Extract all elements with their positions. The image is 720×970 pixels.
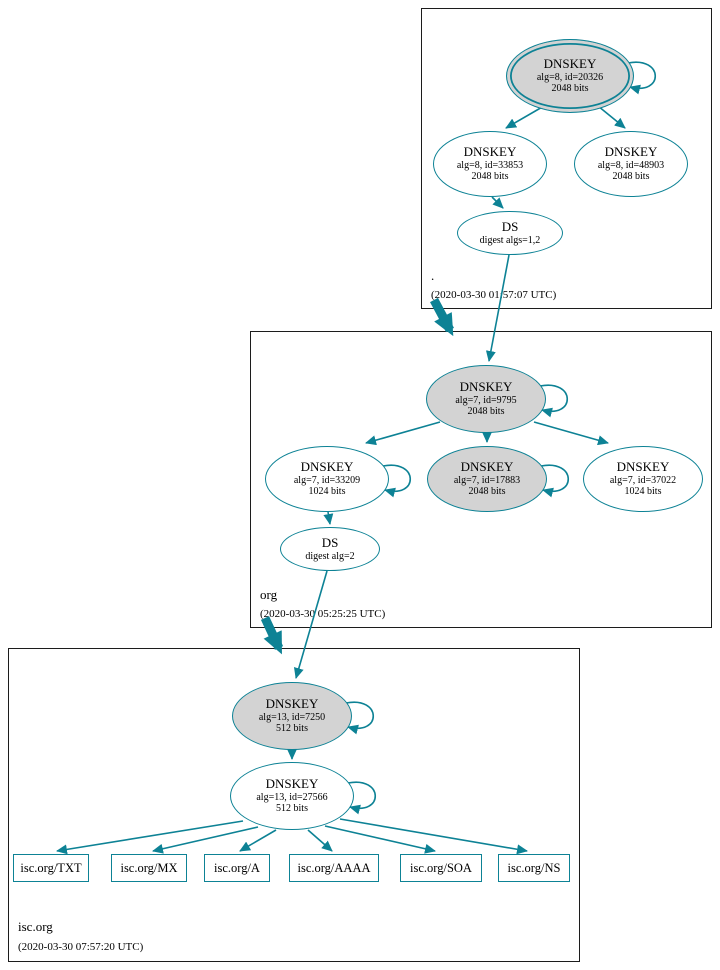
zone-label-org: org <box>260 587 278 602</box>
node-title: DS <box>321 534 339 550</box>
node-detail: 512 bits <box>276 803 308 815</box>
node-title: DNSKEY <box>543 56 597 72</box>
node-detail: alg=8, id=33853 <box>456 159 524 171</box>
edge-root-ksk-to-key48903 <box>597 105 626 129</box>
node-detail: alg=13, id=7250 <box>258 711 326 723</box>
edge-org-ksk-self-sign <box>539 384 568 418</box>
zone-box-root: . (2020-03-30 01:57:07 UTC) <box>421 8 712 309</box>
dnskey-node-isc-zsk-27566: DNSKEY alg=13, id=27566 512 bits <box>230 762 354 830</box>
node-detail: 2048 bits <box>468 486 506 498</box>
dnskey-node-org-33209: DNSKEY alg=7, id=33209 1024 bits <box>265 446 389 512</box>
node-title: DNSKEY <box>459 379 513 395</box>
node-detail: alg=8, id=20326 <box>536 71 604 83</box>
edge-zsk-to-rrset-a <box>239 829 277 852</box>
node-detail: 1024 bits <box>624 486 662 498</box>
edge-key33853-to-root-ds <box>491 196 504 209</box>
node-title: DNSKEY <box>616 459 670 475</box>
node-detail: alg=7, id=37022 <box>609 474 677 486</box>
node-detail: alg=7, id=33209 <box>293 474 361 486</box>
node-detail: 2048 bits <box>467 406 505 418</box>
node-title: DNSKEY <box>604 144 658 160</box>
node-detail: 2048 bits <box>551 83 589 95</box>
ds-node-org: DS digest alg=2 <box>280 527 380 571</box>
zone-label-root: . <box>431 268 435 283</box>
edge-org-ksk-to-key33209 <box>365 421 441 446</box>
node-detail: 1024 bits <box>308 486 346 498</box>
node-detail: 2048 bits <box>612 171 650 183</box>
node-title: DNSKEY <box>265 776 319 792</box>
rrset-isc-org-a: isc.org/A <box>204 854 270 882</box>
node-title: DNSKEY <box>463 144 517 160</box>
node-title: DNSKEY <box>460 459 514 475</box>
rrset-isc-org-mx: isc.org/MX <box>111 854 187 882</box>
edge-isc-zsk-self-sign <box>347 781 376 815</box>
edge-zsk-to-rrset-mx <box>152 826 259 854</box>
edge-key17883-self-sign <box>540 464 569 498</box>
edge-zsk-to-rrset-soa <box>324 825 436 854</box>
dnskey-node-root-33853: DNSKEY alg=8, id=33853 2048 bits <box>433 131 547 197</box>
edge-isc-ksk-self-sign <box>345 701 374 735</box>
node-title: DNSKEY <box>265 696 319 712</box>
zone-timestamp-isc-org: (2020-03-30 07:57:20 UTC) <box>18 941 144 953</box>
rrset-isc-org-ns: isc.org/NS <box>498 854 570 882</box>
dnskey-node-org-ksk-9795: DNSKEY alg=7, id=9795 2048 bits <box>426 365 546 433</box>
edge-delegation-org-to-isc <box>260 616 284 655</box>
node-detail: digest alg=2 <box>305 550 355 562</box>
edge-zsk-to-rrset-txt <box>56 820 244 855</box>
edge-org-ds-to-isc-ksk <box>293 570 328 679</box>
dnskey-node-root-ksk-20326: DNSKEY alg=8, id=20326 2048 bits <box>506 39 634 113</box>
node-title: DNSKEY <box>300 459 354 475</box>
edge-org-ksk-to-key37022 <box>533 421 609 446</box>
node-detail: alg=7, id=9795 <box>455 394 517 406</box>
dnskey-node-org-37022: DNSKEY alg=7, id=37022 1024 bits <box>583 446 703 512</box>
node-detail: alg=7, id=17883 <box>453 474 521 486</box>
edge-root-ds-to-org-ksk <box>485 254 510 362</box>
edge-root-ksk-to-key33853 <box>505 105 545 129</box>
dnskey-node-root-48903: DNSKEY alg=8, id=48903 2048 bits <box>574 131 688 197</box>
edge-key33209-to-org-ds <box>323 511 334 525</box>
zone-box-isc-org: isc.org (2020-03-30 07:57:20 UTC) <box>8 648 580 962</box>
zone-box-org: org (2020-03-30 05:25:25 UTC) <box>250 331 712 628</box>
edge-zsk-to-rrset-ns <box>339 818 528 855</box>
rrset-isc-org-soa: isc.org/SOA <box>400 854 482 882</box>
node-detail: digest algs=1,2 <box>479 234 541 246</box>
ds-node-root: DS digest algs=1,2 <box>457 211 563 255</box>
edge-key33209-self-sign <box>382 464 411 498</box>
dnskey-node-org-17883: DNSKEY alg=7, id=17883 2048 bits <box>427 446 547 512</box>
node-title: DS <box>501 218 519 234</box>
zone-timestamp-root: (2020-03-30 01:57:07 UTC) <box>431 289 557 301</box>
node-detail: 512 bits <box>276 723 308 735</box>
edge-zsk-to-rrset-aaaa <box>307 829 333 852</box>
rrset-isc-org-aaaa: isc.org/AAAA <box>289 854 379 882</box>
node-detail: alg=13, id=27566 <box>256 791 328 803</box>
edge-root-ksk-self-sign <box>627 61 656 95</box>
edge-delegation-root-to-org <box>430 297 454 337</box>
node-detail: 2048 bits <box>471 171 509 183</box>
rrset-isc-org-txt: isc.org/TXT <box>13 854 89 882</box>
dnskey-node-isc-ksk-7250: DNSKEY alg=13, id=7250 512 bits <box>232 682 352 750</box>
node-detail: alg=8, id=48903 <box>597 159 665 171</box>
zone-label-isc-org: isc.org <box>18 919 53 934</box>
zone-timestamp-org: (2020-03-30 05:25:25 UTC) <box>260 608 386 620</box>
